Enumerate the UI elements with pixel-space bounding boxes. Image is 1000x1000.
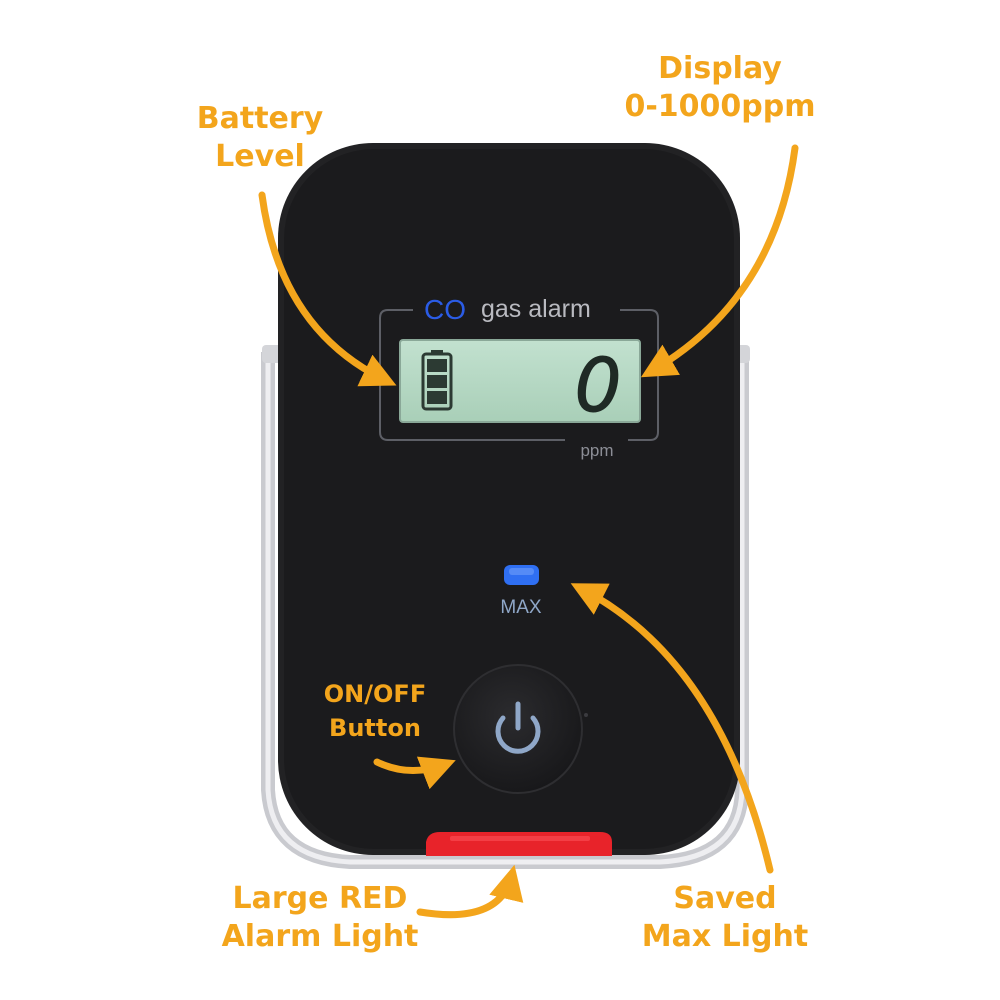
red-light-arrow — [416, 864, 524, 919]
power-button[interactable] — [453, 664, 588, 794]
onoff-arrow — [373, 756, 456, 790]
callout-red-line-2: Alarm Light — [221, 918, 419, 954]
callout-battery-line-2: Level — [215, 138, 305, 174]
callout-display-line-1: Display — [658, 51, 782, 86]
battery-arrow — [258, 191, 397, 387]
callout-onoff-line-1: ON/OFF — [323, 680, 427, 708]
display-arrow — [640, 144, 799, 378]
co-label: CO — [424, 294, 466, 325]
belt-clip — [261, 345, 750, 869]
power-icon — [495, 701, 541, 754]
ppm-reading: 0 — [574, 343, 621, 429]
callout-battery-level: Battery Level — [190, 100, 330, 175]
callout-onoff-line-2: Button — [329, 713, 421, 742]
max-label: MAX — [500, 597, 542, 618]
callout-display-range: Display 0-1000ppm — [600, 50, 840, 125]
callout-red-alarm-light: Large RED Alarm Light — [205, 880, 435, 955]
max-light-arrow — [570, 583, 774, 874]
callout-display-line-2: 0-1000ppm — [624, 88, 816, 124]
callout-red-line-1: Large RED — [232, 881, 408, 916]
red-alarm-light — [426, 832, 612, 856]
callout-battery-line-1: Battery — [196, 101, 324, 136]
max-light — [504, 565, 539, 585]
device-body — [278, 143, 740, 855]
ppm-unit-label: ppm — [580, 441, 613, 460]
lcd-screen: 0 — [399, 339, 641, 430]
gas-alarm-label: gas alarm — [481, 295, 591, 323]
callout-saved-line-2: Max Light — [641, 918, 809, 954]
callout-onoff-button: ON/OFF Button — [310, 678, 440, 745]
battery-icon — [421, 350, 453, 411]
callout-saved-line-1: Saved — [673, 881, 777, 916]
callout-arrows — [258, 144, 799, 919]
callout-saved-max-light: Saved Max Light — [625, 880, 825, 955]
